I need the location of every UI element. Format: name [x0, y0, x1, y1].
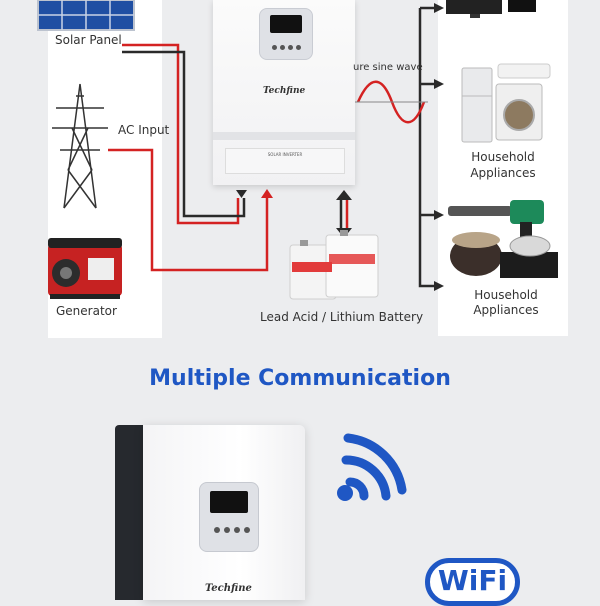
battery-icon [289, 230, 379, 300]
refrigerator-icon [461, 67, 493, 143]
label-household-1a: Household [471, 150, 535, 164]
ac-arrow [261, 189, 273, 198]
load-panel [438, 0, 568, 336]
solar-wire-dark [122, 50, 246, 218]
inverter-display [199, 482, 259, 552]
inverter-plate: SOLAR INVERTER [225, 148, 345, 174]
lcd-screen [270, 15, 302, 33]
wifi-icon-dot [337, 485, 353, 501]
label-solar-panel: Solar Panel [55, 33, 122, 47]
inverter-display [259, 8, 313, 60]
stove-icon [500, 235, 558, 278]
wifi-badge: WiFi [425, 558, 520, 606]
inverter-side [115, 425, 147, 600]
drill-icon [448, 200, 544, 240]
output-bus [418, 8, 438, 288]
air-conditioner-icon [497, 63, 551, 79]
inverter-button [296, 45, 301, 50]
label-household-1b: Appliances [470, 166, 536, 180]
washing-machine-icon [495, 83, 543, 141]
ac-wire [108, 148, 269, 272]
inverter-button [280, 45, 285, 50]
inverter-button [288, 45, 293, 50]
inverter-large: Techfine [115, 425, 305, 600]
tv-icon [446, 0, 536, 18]
inverter-button [244, 527, 250, 533]
label-ac-input: AC Input [118, 123, 170, 137]
battery-arrow-up [336, 190, 352, 200]
rice-cooker-icon [450, 232, 502, 276]
wifi-icon [341, 433, 407, 501]
inverter-front: Techfine [143, 425, 305, 600]
section-heading: Multiple Communication [149, 366, 451, 391]
brand-logo: Techfine [263, 86, 306, 96]
solar-wire-red [122, 43, 240, 225]
label-household-2b: Appliances [473, 303, 539, 317]
solar-arrow [236, 190, 247, 198]
inverter-button [234, 527, 240, 533]
inverter-button [272, 45, 277, 50]
inverter-band [213, 132, 355, 140]
brand-logo: Techfine [205, 583, 252, 594]
inverter-top: Techfine SOLAR INVERTER [213, 0, 355, 185]
label-household-2a: Household [474, 288, 538, 302]
inverter-button [214, 527, 220, 533]
label-pure-sine-wave: ure sine wave [353, 62, 423, 73]
transmission-tower-icon [52, 83, 108, 209]
generator-icon [48, 238, 122, 299]
label-battery: Lead Acid / Lithium Battery [260, 310, 424, 324]
inverter-button [224, 527, 230, 533]
inverter-plate-text: SOLAR INVERTER [267, 152, 303, 157]
label-generator: Generator [56, 304, 117, 318]
solar-panel-icon [37, 0, 135, 31]
lcd-screen [210, 491, 248, 513]
